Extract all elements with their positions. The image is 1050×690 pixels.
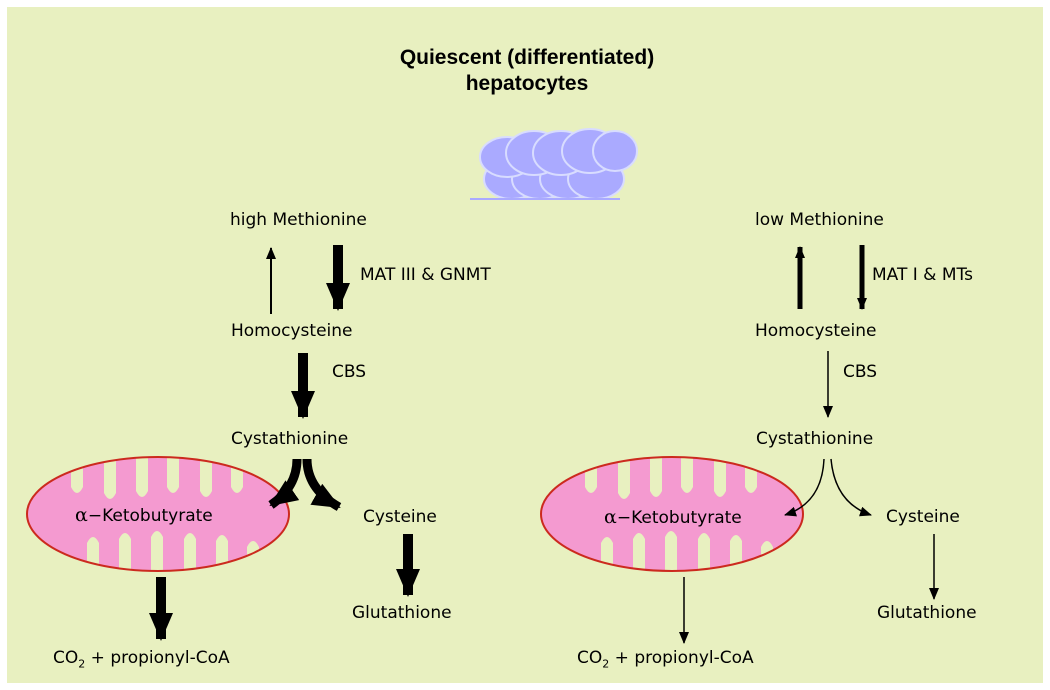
left-ketobutyrate-alpha: α bbox=[75, 504, 88, 526]
arrow-right-cystathionine-to-cysteine bbox=[830, 458, 872, 517]
right-cbs-label: CBS bbox=[843, 362, 878, 382]
right-ketobutyrate-alpha: α bbox=[604, 506, 617, 528]
left-co2-rest: + propionyl-CoA bbox=[85, 648, 230, 668]
right-glutathione-label: Glutathione bbox=[877, 603, 977, 623]
right-homocysteine-label: Homocysteine bbox=[755, 321, 877, 341]
diagram-canvas: Quiescent (differentiated) hepatocytes h… bbox=[7, 7, 1043, 683]
left-co2-label: CO2 + propionyl-CoA bbox=[53, 648, 230, 674]
title-line-1: Quiescent (differentiated) bbox=[399, 46, 655, 69]
left-methionine-label: high Methionine bbox=[230, 210, 367, 230]
left-ketobutyrate-label: α−Ketobutyrate bbox=[75, 505, 213, 526]
left-cysteine-label: Cysteine bbox=[363, 507, 437, 527]
right-ketobutyrate-label: α−Ketobutyrate bbox=[604, 507, 742, 528]
left-co2-subscript: 2 bbox=[78, 657, 86, 671]
hepatocyte-cells-icon bbox=[470, 128, 638, 200]
arrow-right-cystathionine-to-ketobutyrate bbox=[784, 458, 825, 517]
left-ketobutyrate-text: −Ketobutyrate bbox=[87, 506, 213, 526]
title-line-2: hepatocytes bbox=[465, 72, 589, 95]
right-co2-text: CO bbox=[577, 648, 603, 668]
right-co2-rest: + propionyl-CoA bbox=[609, 648, 754, 668]
right-methionine-label: low Methionine bbox=[755, 210, 884, 230]
left-homocysteine-label: Homocysteine bbox=[231, 321, 353, 341]
left-cystathionine-label: Cystathionine bbox=[231, 429, 349, 449]
left-glutathione-label: Glutathione bbox=[352, 603, 452, 623]
right-co2-label: CO2 + propionyl-CoA bbox=[577, 648, 754, 674]
left-cbs-label: CBS bbox=[332, 362, 367, 382]
right-co2-subscript: 2 bbox=[602, 657, 610, 671]
diagram-title: Quiescent (differentiated) hepatocytes bbox=[337, 45, 717, 97]
left-enzyme-label: MAT III & GNMT bbox=[360, 265, 491, 285]
right-cysteine-label: Cysteine bbox=[886, 507, 960, 527]
left-co2-text: CO bbox=[53, 648, 79, 668]
right-cystathionine-label: Cystathionine bbox=[756, 429, 874, 449]
arrow-left-cystathionine-to-cysteine bbox=[302, 458, 342, 511]
right-enzyme-label: MAT I & MTs bbox=[872, 265, 973, 285]
arrow-left-cystathionine-to-ketobutyrate bbox=[268, 458, 302, 509]
right-ketobutyrate-text: −Ketobutyrate bbox=[616, 508, 742, 528]
pathway-graphics bbox=[26, 128, 939, 644]
